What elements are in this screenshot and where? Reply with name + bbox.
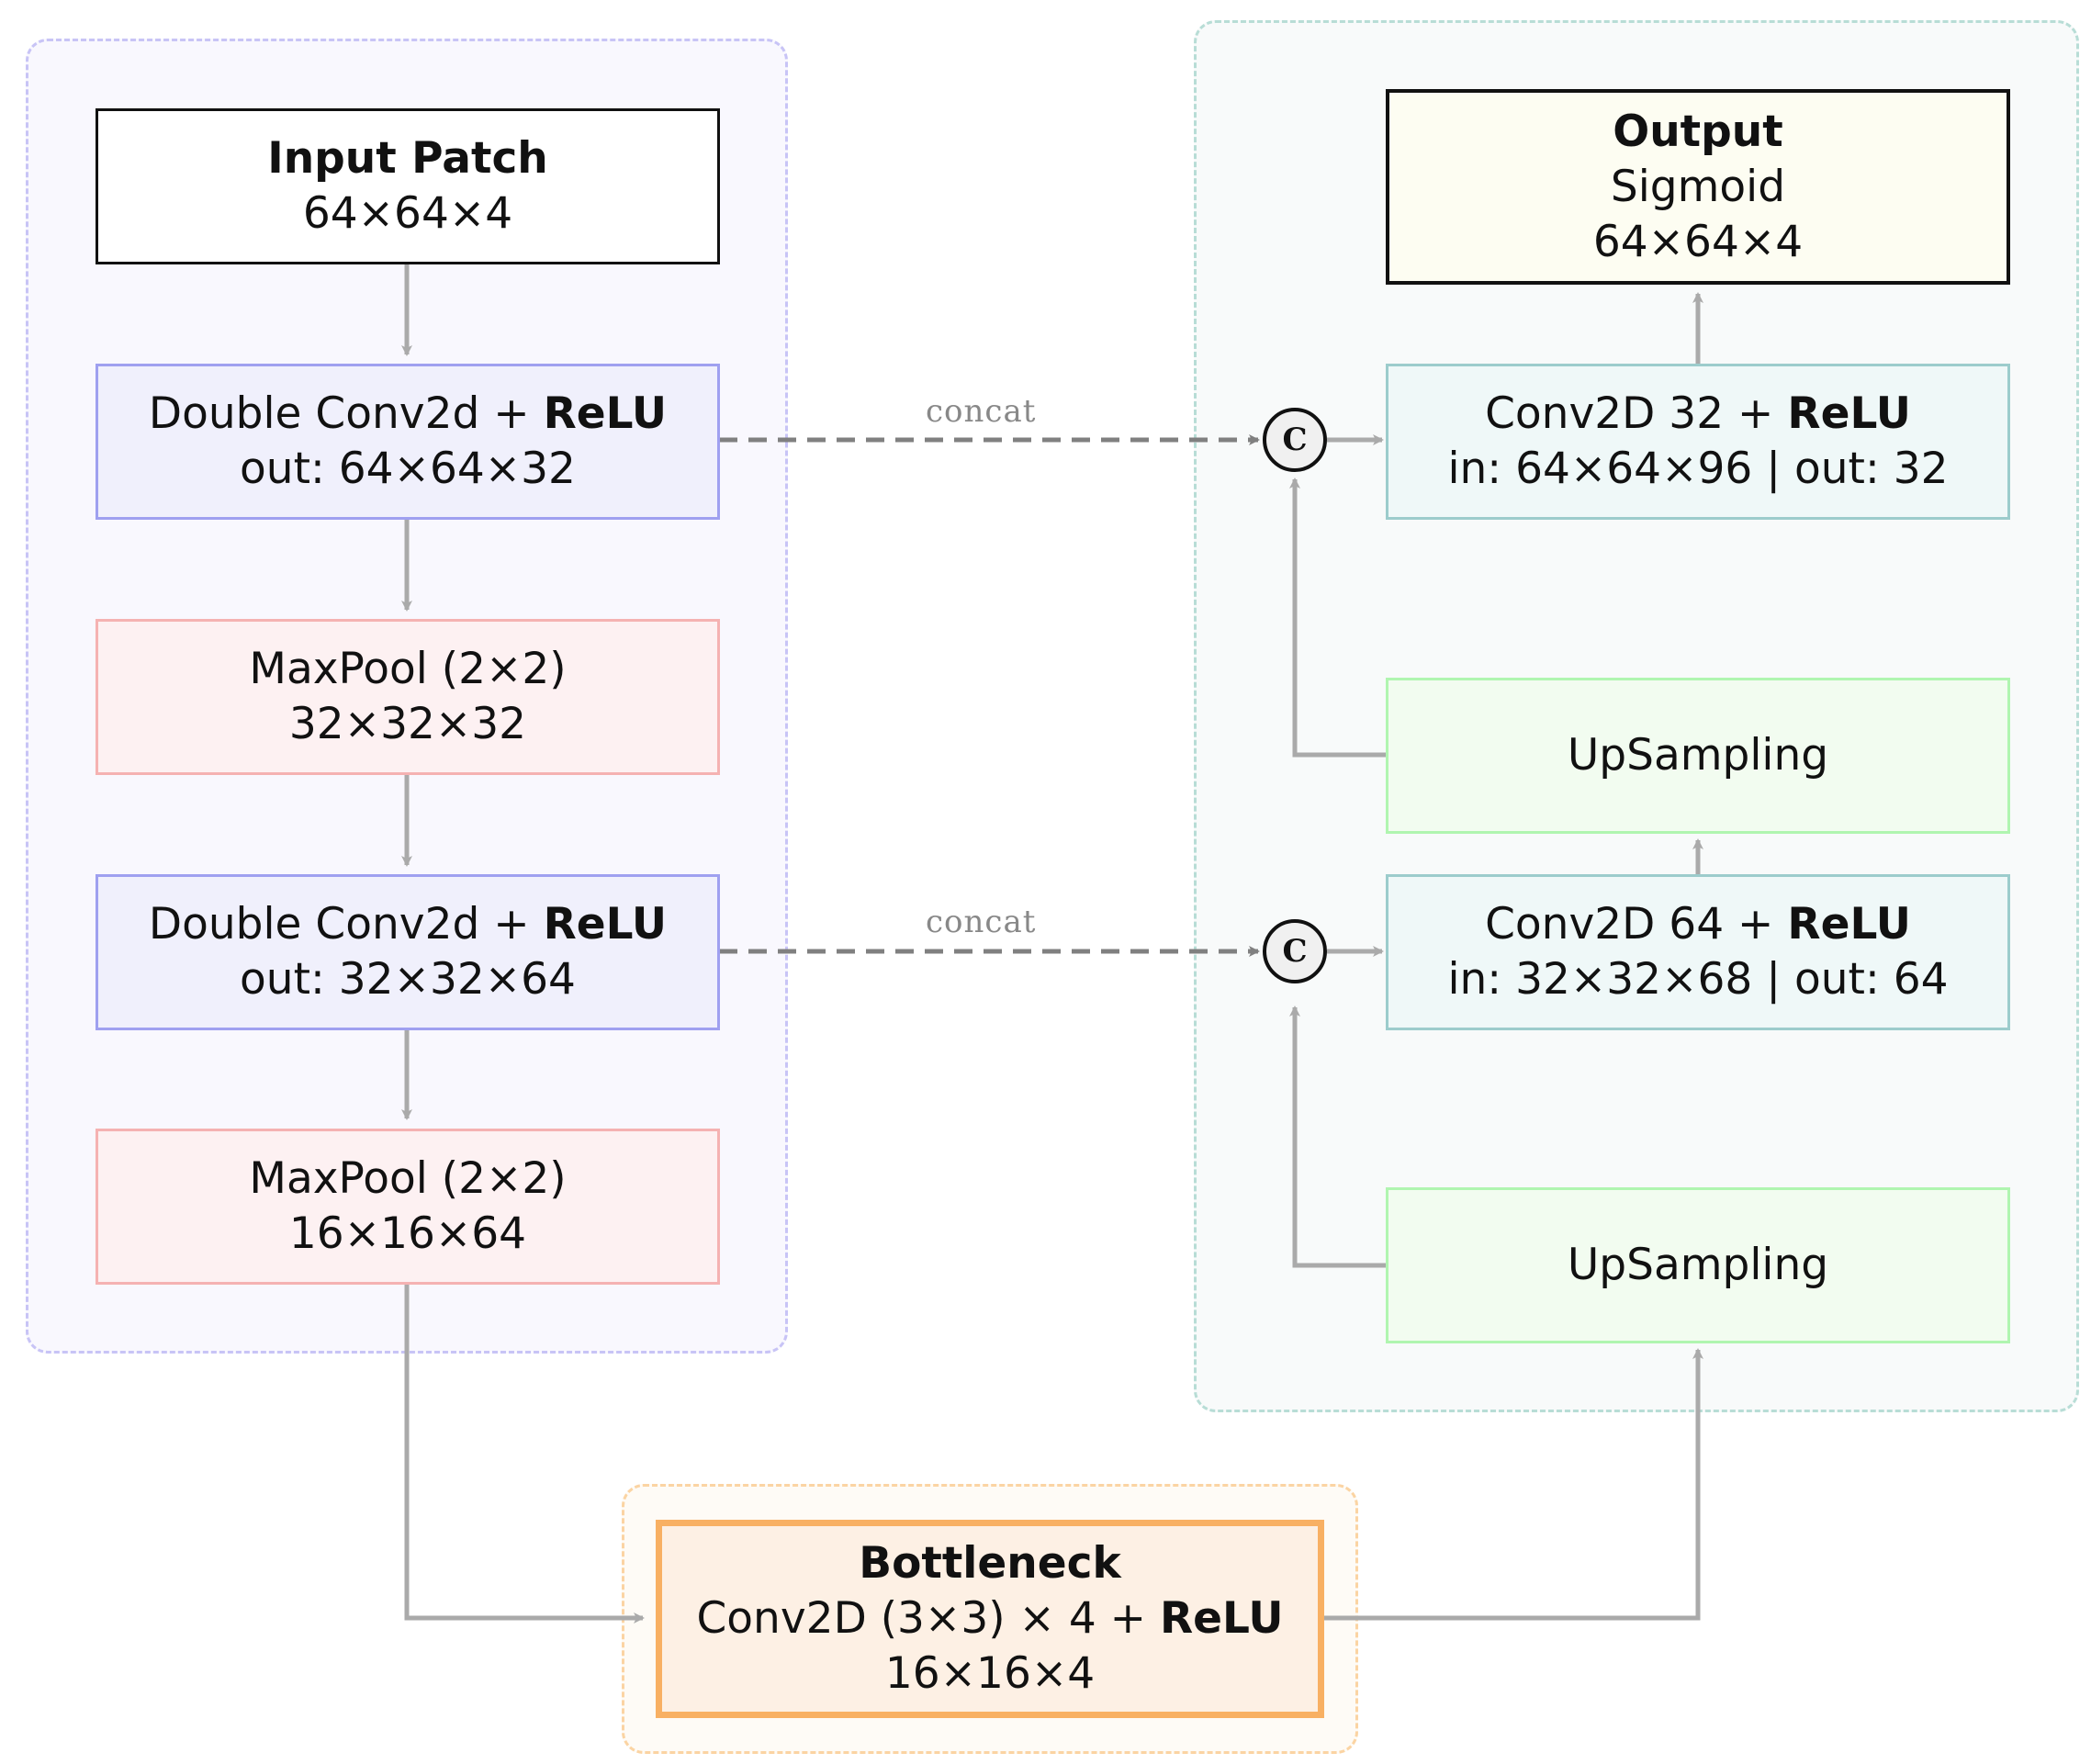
decoder-conv32-activation: ReLU: [1787, 388, 1911, 439]
encoder-conv1-node: Double Conv2d + ReLU out: 64×64×32: [96, 364, 720, 520]
decoder-conv64-io: in: 32×32×68 | out: 64: [1447, 954, 1949, 1005]
input-patch-title: Input Patch: [267, 133, 548, 184]
bottleneck-title: Bottleneck: [859, 1538, 1121, 1589]
concat-junction-1: C: [1263, 408, 1327, 472]
encoder-conv1-output: out: 64×64×32: [240, 444, 576, 494]
bottleneck-op: Conv2D (3×3) × 4 +: [696, 1593, 1160, 1644]
output-shape: 64×64×4: [1592, 216, 1804, 267]
decoder-conv32-op: Conv2D 32 +: [1485, 388, 1788, 439]
decoder-upsampling-2-label: UpSampling: [1567, 1240, 1829, 1290]
decoder-conv32-io: in: 64×64×96 | out: 32: [1447, 444, 1949, 494]
encoder-pool1-shape: 32×32×32: [288, 699, 527, 749]
bottleneck-node: Bottleneck Conv2D (3×3) × 4 + ReLU 16×16…: [656, 1520, 1324, 1718]
encoder-conv1-activation: ReLU: [543, 388, 668, 439]
bottleneck-activation: ReLU: [1159, 1593, 1284, 1644]
decoder-conv64-op: Conv2D 64 +: [1485, 899, 1788, 949]
encoder-conv1-line1: Double Conv2d + ReLU: [149, 387, 667, 442]
decoder-conv64-node: Conv2D 64 + ReLU in: 32×32×68 | out: 64: [1386, 874, 2010, 1030]
decoder-conv32-node: Conv2D 32 + ReLU in: 64×64×96 | out: 32: [1386, 364, 2010, 520]
output-node: Output Sigmoid 64×64×4: [1386, 89, 2010, 285]
encoder-conv2-op: Double Conv2d +: [148, 899, 544, 949]
decoder-upsampling-2-node: UpSampling: [1386, 1187, 2010, 1343]
encoder-pool1-node: MaxPool (2×2) 32×32×32: [96, 619, 720, 775]
encoder-conv2-activation: ReLU: [543, 899, 668, 949]
concat-symbol-1: C: [1282, 421, 1308, 458]
decoder-conv64-activation: ReLU: [1787, 899, 1911, 949]
output-title: Output: [1613, 106, 1783, 157]
decoder-conv32-line1: Conv2D 32 + ReLU: [1485, 387, 1911, 442]
encoder-conv2-node: Double Conv2d + ReLU out: 32×32×64: [96, 874, 720, 1030]
concat-symbol-2: C: [1282, 933, 1308, 970]
arrow-bottleneck-to-up2: [1322, 1348, 1703, 1621]
skip-label-2: concat: [926, 904, 1037, 940]
encoder-pool1-op: MaxPool (2×2): [249, 644, 567, 694]
encoder-conv1-op: Double Conv2d +: [148, 388, 544, 439]
encoder-pool2-node: MaxPool (2×2) 16×16×64: [96, 1129, 720, 1285]
encoder-conv2-output: out: 32×32×64: [240, 954, 576, 1005]
input-patch-node: Input Patch 64×64×4: [96, 108, 720, 264]
skip-label-1: concat: [926, 393, 1037, 430]
encoder-pool2-shape: 16×16×64: [288, 1208, 527, 1259]
bottleneck-op-line: Conv2D (3×3) × 4 + ReLU: [696, 1591, 1283, 1646]
decoder-conv64-line1: Conv2D 64 + ReLU: [1485, 897, 1911, 952]
encoder-pool2-op: MaxPool (2×2): [249, 1153, 567, 1204]
encoder-conv2-line1: Double Conv2d + ReLU: [149, 897, 667, 952]
output-activation: Sigmoid: [1610, 161, 1786, 212]
decoder-upsampling-1-node: UpSampling: [1386, 678, 2010, 834]
bottleneck-shape: 16×16×4: [884, 1648, 1096, 1699]
input-patch-shape: 64×64×4: [302, 188, 513, 239]
concat-junction-2: C: [1263, 919, 1327, 983]
arrow-up2-to-concat2: [1289, 1006, 1387, 1268]
arrow-up1-to-concat1: [1289, 478, 1387, 758]
decoder-upsampling-1-label: UpSampling: [1567, 730, 1829, 781]
arrow-pool2-to-bottleneck: [404, 1284, 645, 1624]
